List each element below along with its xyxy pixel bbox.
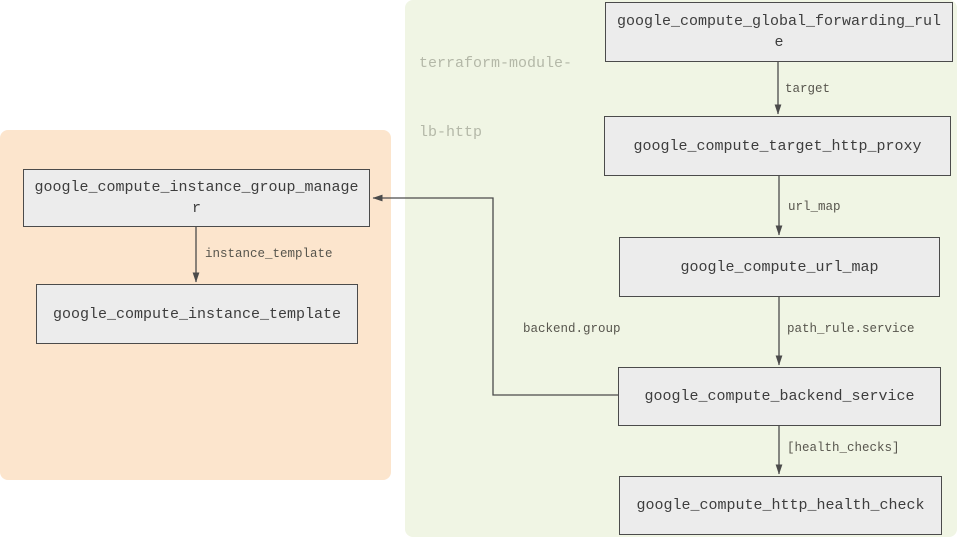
node-label: google_compute_target_http_proxy (633, 137, 922, 155)
edge-label-target: target (785, 82, 831, 96)
node-label: google_compute_instance_template (52, 305, 342, 323)
edge-label-url-map: url_map (788, 200, 841, 214)
edge-label-backend-group: backend.group (523, 322, 621, 336)
edge-label-health-checks: [health_checks] (787, 441, 900, 455)
node-google-compute-backend-service: google_compute_backend_service (618, 367, 941, 426)
node-label: google_compute_url_map (680, 258, 879, 276)
cluster-label-line1: terraform-module- (419, 55, 573, 72)
node-google-compute-http-health-check: google_compute_http_health_check (619, 476, 942, 535)
edge-label-instance-template: instance_template (205, 247, 333, 261)
node-label: google_compute_backend_service (644, 388, 915, 405)
cluster-label-terraform-module-lb-http: terraform-module- lb-http (419, 6, 572, 190)
node-label: google_compute_instance_group_manager (34, 179, 359, 217)
node-google-compute-instance-template: google_compute_instance_template (36, 284, 358, 344)
node-google-compute-url-map: google_compute_url_map (619, 237, 940, 297)
node-label: google_compute_http_health_check (636, 497, 925, 514)
node-google-compute-global-forwarding-rule: google_compute_global_forwarding_rule (605, 2, 953, 62)
node-google-compute-target-http-proxy: google_compute_target_http_proxy (604, 116, 951, 176)
cluster-label-line2: lb-http (419, 124, 483, 141)
edge-label-path-rule-service: path_rule.service (787, 322, 915, 336)
node-google-compute-instance-group-manager: google_compute_instance_group_manager (23, 169, 370, 227)
node-label: google_compute_global_forwarding_rule (616, 13, 942, 51)
